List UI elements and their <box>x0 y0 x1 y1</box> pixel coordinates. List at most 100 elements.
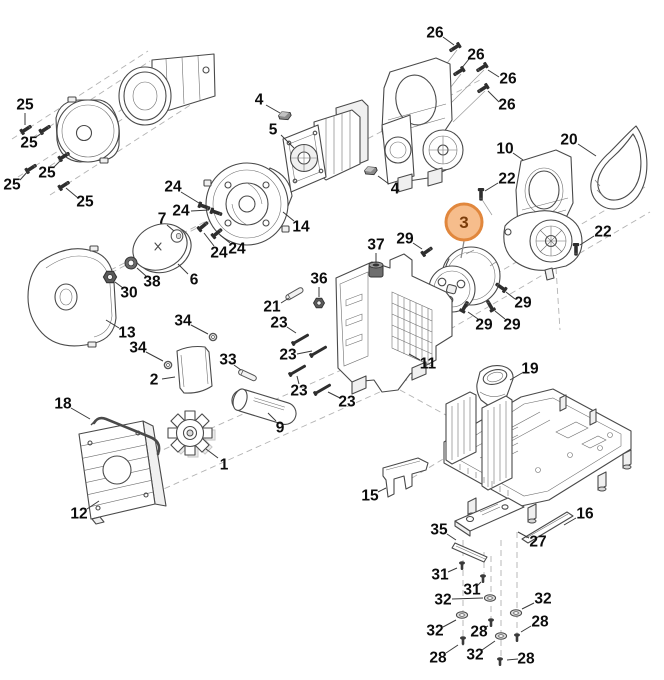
highlighted-part-label-3[interactable]: 3 <box>459 213 468 232</box>
part-label-21[interactable]: 21 <box>263 299 281 316</box>
part-label-35[interactable]: 35 <box>430 522 448 539</box>
leader-line <box>505 291 516 300</box>
part-label-22[interactable]: 22 <box>594 224 611 241</box>
part-label-26[interactable]: 26 <box>498 97 516 114</box>
washer-glyph <box>509 609 523 617</box>
part-label-25[interactable]: 25 <box>16 97 34 114</box>
part-label-28[interactable]: 28 <box>531 614 549 631</box>
part-label-29[interactable]: 29 <box>514 295 532 312</box>
part-label-25[interactable]: 25 <box>3 177 21 194</box>
leader-line <box>377 487 387 493</box>
leader-line <box>445 644 459 654</box>
part-label-28[interactable]: 28 <box>470 624 488 641</box>
part-base-plate <box>443 388 632 524</box>
part-label-26[interactable]: 26 <box>467 47 485 64</box>
part-label-18[interactable]: 18 <box>54 396 72 413</box>
part-label-31[interactable]: 31 <box>463 582 481 599</box>
leader-line <box>53 158 63 168</box>
leader-line <box>203 232 215 247</box>
leader-line <box>579 235 595 246</box>
part-label-23[interactable]: 23 <box>270 315 288 332</box>
part-label-23[interactable]: 23 <box>338 394 356 411</box>
part-label-24[interactable]: 24 <box>210 245 228 262</box>
part-label-25[interactable]: 25 <box>76 194 94 211</box>
leader-line <box>483 625 489 629</box>
screw-glyph <box>37 122 53 136</box>
leader-line <box>377 175 390 185</box>
part-label-29[interactable]: 29 <box>475 317 493 334</box>
screw-v-glyph <box>488 618 494 627</box>
part-label-9[interactable]: 9 <box>276 420 285 437</box>
leader-line <box>494 310 506 320</box>
part-label-29[interactable]: 29 <box>396 231 414 248</box>
highlight-leader-line <box>460 240 465 259</box>
screw-glyph <box>419 244 435 258</box>
part-label-23[interactable]: 23 <box>279 347 297 364</box>
part-label-20[interactable]: 20 <box>560 132 577 149</box>
washer-glyph <box>494 632 508 640</box>
part-label-13[interactable]: 13 <box>118 325 136 342</box>
leader-line <box>190 209 210 212</box>
part-label-14[interactable]: 14 <box>292 219 310 236</box>
part-label-12[interactable]: 12 <box>70 506 87 523</box>
part-label-36[interactable]: 36 <box>310 271 328 288</box>
part-label-25[interactable]: 25 <box>20 135 38 152</box>
leader-line <box>86 500 100 510</box>
part-label-25[interactable]: 25 <box>38 165 56 182</box>
part-label-24[interactable]: 24 <box>164 179 182 196</box>
part-20-v-belt <box>590 125 648 210</box>
part-label-26[interactable]: 26 <box>499 71 517 88</box>
part-label-4[interactable]: 4 <box>391 181 400 198</box>
bushing-glyph <box>368 261 384 278</box>
part-label-15[interactable]: 15 <box>361 488 379 505</box>
part-label-2[interactable]: 2 <box>150 372 159 389</box>
stud-glyph <box>312 382 332 397</box>
leader-line <box>512 152 524 161</box>
part-label-7[interactable]: 7 <box>158 211 167 228</box>
part-label-37[interactable]: 37 <box>367 237 384 254</box>
part-label-5[interactable]: 5 <box>269 122 278 139</box>
part-label-30[interactable]: 30 <box>120 285 137 302</box>
screw-glyph <box>477 187 485 201</box>
part-label-26[interactable]: 26 <box>426 25 444 42</box>
part-label-6[interactable]: 6 <box>190 272 199 289</box>
part-label-29[interactable]: 29 <box>503 317 521 334</box>
part-label-34[interactable]: 34 <box>129 340 147 357</box>
leader-line <box>408 353 421 361</box>
part-label-34[interactable]: 34 <box>174 313 192 330</box>
part-label-4[interactable]: 4 <box>255 92 264 109</box>
part-label-31[interactable]: 31 <box>431 567 449 584</box>
leader-line <box>267 412 277 422</box>
leader-line <box>467 311 479 320</box>
part-9-roller <box>231 388 297 425</box>
part-upper-engine-bracket <box>381 57 464 193</box>
part-label-38[interactable]: 38 <box>143 274 161 291</box>
part-label-24[interactable]: 24 <box>172 203 190 220</box>
part-label-23[interactable]: 23 <box>290 383 308 400</box>
leader-line <box>180 191 200 204</box>
part-label-28[interactable]: 28 <box>429 650 447 667</box>
part-label-19[interactable]: 19 <box>521 361 539 378</box>
leader-line <box>286 326 297 334</box>
part-label-32[interactable]: 32 <box>466 647 483 664</box>
part-label-32[interactable]: 32 <box>434 592 451 609</box>
part-label-32[interactable]: 32 <box>534 591 551 608</box>
leader-line <box>563 517 577 526</box>
part-label-32[interactable]: 32 <box>426 623 443 640</box>
part-12-grille <box>78 420 167 525</box>
part-label-33[interactable]: 33 <box>219 352 237 369</box>
highlight-circle-part-3[interactable] <box>444 202 484 242</box>
part-label-24[interactable]: 24 <box>228 241 246 258</box>
leader-line <box>446 533 457 541</box>
part-label-1[interactable]: 1 <box>220 457 229 474</box>
leader-line <box>136 267 147 277</box>
leader-line <box>521 602 535 610</box>
part-label-10[interactable]: 10 <box>496 141 513 158</box>
part-label-16[interactable]: 16 <box>576 506 594 523</box>
part-label-11[interactable]: 11 <box>420 356 437 373</box>
part-label-22[interactable]: 22 <box>498 171 515 188</box>
part-label-28[interactable]: 28 <box>517 651 535 668</box>
leader-line <box>481 640 496 651</box>
part-label-27[interactable]: 27 <box>529 534 546 551</box>
